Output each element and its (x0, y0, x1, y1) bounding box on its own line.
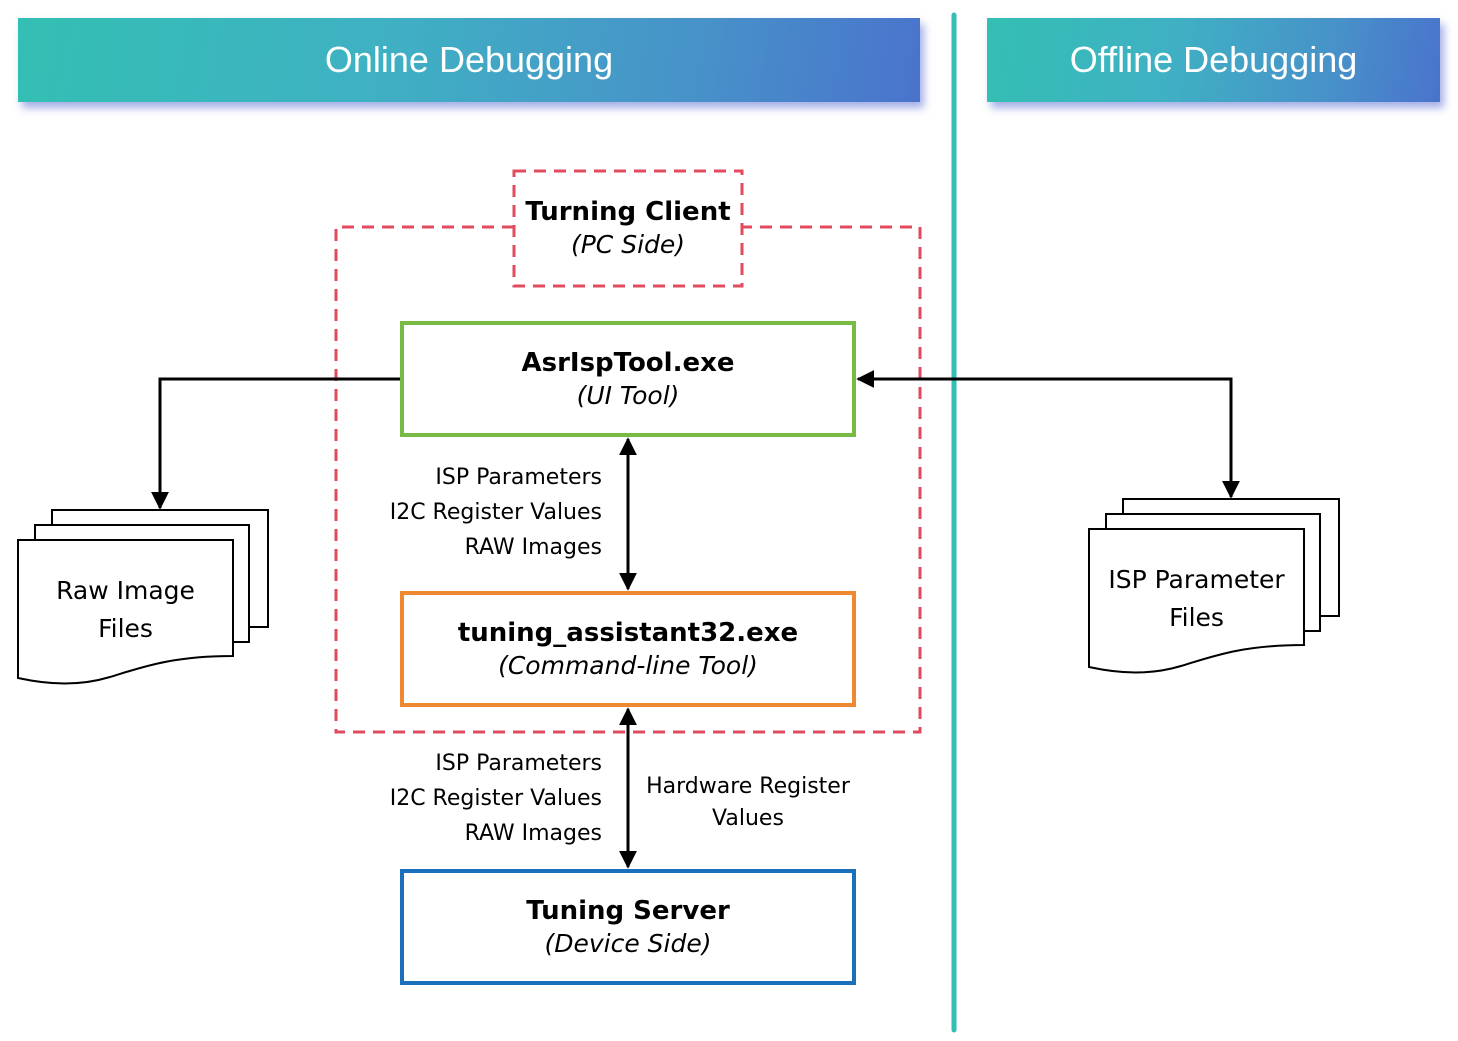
file-label-line: Files (98, 614, 153, 643)
server-title: Tuning Server (526, 895, 730, 926)
cli-tool-title: tuning_assistant32.exe (457, 617, 799, 648)
ui-tool-title: AsrIspTool.exe (521, 347, 735, 378)
edge-label: ISP Parameters (435, 465, 602, 490)
file-label-line: Files (1169, 603, 1224, 632)
client-subtitle: (PC Side) (570, 230, 686, 259)
cli-tool-node: tuning_assistant32.exe (Command-line Too… (400, 591, 856, 707)
file-label-line: ISP Parameter (1108, 565, 1285, 594)
edge-label: Values (712, 806, 784, 831)
edge-label: RAW Images (464, 535, 602, 560)
client-label-border (512, 169, 744, 288)
upper-edge-labels: ISP Parameters I2C Register Values RAW I… (360, 460, 602, 565)
cli-tool-subtitle: (Command-line Tool) (498, 650, 758, 680)
arrow-isp-files-ui (856, 370, 1240, 499)
online-debugging-title: Online Debugging (324, 39, 614, 80)
tuning-client-label: Turning Client (PC Side) (514, 171, 742, 286)
hardware-register-label: Hardware Register Values (636, 771, 860, 835)
ui-tool-subtitle: (UI Tool) (576, 380, 680, 410)
raw-image-files-label: Raw Image Files (18, 572, 233, 648)
edge-label: RAW Images (464, 821, 602, 846)
offline-debugging-title: Offline Debugging (1069, 39, 1358, 80)
arrow-ui-to-raw-files (151, 377, 400, 510)
offline-debugging-banner: Offline Debugging (987, 18, 1440, 102)
edge-label: I2C Register Values (389, 786, 602, 811)
lower-edge-labels: ISP Parameters I2C Register Values RAW I… (360, 746, 602, 851)
edge-label: Hardware Register (646, 774, 850, 799)
online-debugging-banner: Online Debugging (18, 18, 920, 102)
raw-image-files-icon (17, 509, 269, 685)
file-label-line: Raw Image (56, 576, 195, 605)
ui-tool-node: AsrIspTool.exe (UI Tool) (400, 321, 856, 437)
client-title: Turning Client (525, 197, 731, 227)
tuning-server-node: Tuning Server (Device Side) (400, 869, 856, 985)
server-subtitle: (Device Side) (544, 928, 712, 958)
isp-parameter-files-label: ISP Parameter Files (1089, 561, 1304, 637)
edge-label: I2C Register Values (389, 500, 602, 525)
client-group-border (334, 225, 922, 734)
isp-parameter-files-icon (1088, 498, 1340, 674)
edge-label: ISP Parameters (435, 751, 602, 776)
